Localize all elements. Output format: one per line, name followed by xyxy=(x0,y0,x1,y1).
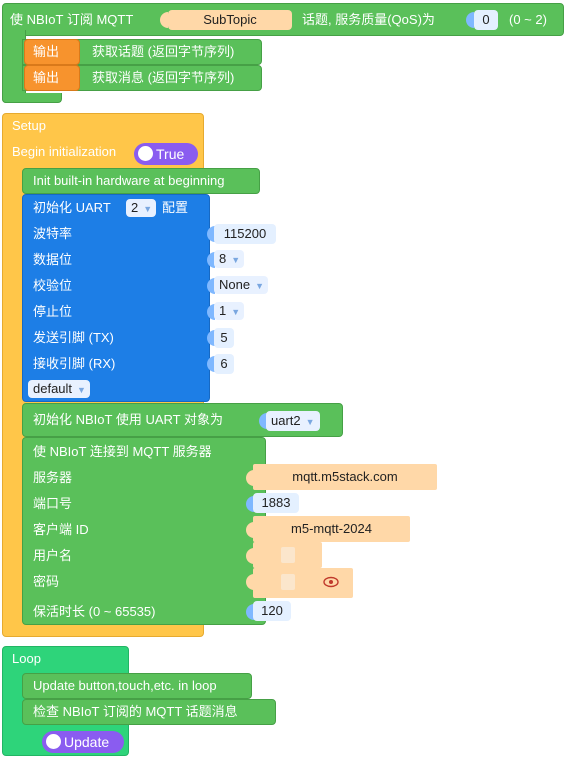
uart-number-value: 2 xyxy=(131,200,139,215)
keepalive-plug xyxy=(246,604,254,620)
get-topic-label[interactable]: 获取话题 (返回字节序列) xyxy=(92,44,235,59)
rx-plug xyxy=(207,356,215,372)
client-plug xyxy=(246,522,254,538)
rx-input[interactable]: 6 xyxy=(214,354,234,374)
baud-plug xyxy=(207,226,215,242)
mqtt-password-label: 密码 xyxy=(33,574,60,589)
mqtt-user-label: 用户名 xyxy=(33,548,73,563)
loop-update-toggle[interactable]: Update xyxy=(42,731,124,753)
subscribe-qos-input[interactable]: 0 xyxy=(474,10,498,30)
baud-label: 波特率 xyxy=(33,226,73,241)
subscribe-qos-label: 话题, 服务质量(QoS)为 xyxy=(302,12,435,27)
output-message-block[interactable] xyxy=(24,65,80,91)
begin-init-toggle[interactable]: True xyxy=(134,143,198,165)
uart-number-dropdown[interactable]: 2▼ xyxy=(126,199,157,217)
baud-input[interactable]: 115200 xyxy=(214,224,276,244)
uart-init-block[interactable] xyxy=(22,194,210,402)
mqtt-keepalive-label: 保活时长 (0 ~ 65535) xyxy=(33,604,156,619)
mqtt-connect-block[interactable] xyxy=(22,437,266,625)
parity-value: None xyxy=(219,277,251,292)
mqtt-server-label: 服务器 xyxy=(33,470,73,485)
topic-input-plug xyxy=(160,12,168,28)
caret-down-icon: ▼ xyxy=(255,280,264,291)
parity-label: 校验位 xyxy=(33,278,73,293)
uart-mode-value: default xyxy=(33,381,73,396)
qos-input-plug xyxy=(466,12,474,28)
toggle-switch-icon xyxy=(46,734,61,749)
loop-title: Loop xyxy=(12,651,41,666)
output-topic-label: 输出 xyxy=(33,44,60,59)
mqtt-connect-label: 使 NBIoT 连接到 MQTT 服务器 xyxy=(33,444,212,459)
uart-init-label: 初始化 UART xyxy=(33,200,111,215)
stop-bits-label: 停止位 xyxy=(33,304,73,319)
subscribe-qos-range: (0 ~ 2) xyxy=(509,12,547,27)
data-bits-plug xyxy=(207,252,215,268)
output-topic-block[interactable] xyxy=(24,39,80,65)
nbiot-uart-value: uart2 xyxy=(271,413,301,428)
loop-check-label: 检查 NBIoT 订阅的 MQTT 话题消息 xyxy=(33,704,238,719)
mqtt-password-input[interactable] xyxy=(253,568,353,598)
uart-mode-dropdown[interactable]: default ▼ xyxy=(28,380,90,398)
loop-update-toggle-label: Update xyxy=(64,734,110,750)
tx-input[interactable]: 5 xyxy=(214,328,234,348)
uart-config-label: 配置 xyxy=(162,200,189,215)
init-hardware-block[interactable] xyxy=(22,168,260,194)
stop-bits-plug xyxy=(207,304,215,320)
subscribe-topic-input[interactable]: SubTopic xyxy=(168,10,292,30)
get-message-label[interactable]: 获取消息 (返回字节序列) xyxy=(92,70,235,85)
caret-down-icon: ▼ xyxy=(231,306,241,317)
tx-label: 发送引脚 (TX) xyxy=(33,330,114,345)
eye-icon[interactable] xyxy=(323,574,339,594)
loop-update-block[interactable] xyxy=(22,673,252,699)
data-bits-dropdown[interactable]: 8▼ xyxy=(214,250,245,268)
caret-down-icon: ▼ xyxy=(77,384,86,395)
nbiot-uart-dropdown[interactable]: uart2 ▼ xyxy=(266,411,320,431)
mqtt-server-input[interactable]: mqtt.m5stack.com xyxy=(253,464,437,490)
nbiot-init-label: 初始化 NBIoT 使用 UART 对象为 xyxy=(33,412,223,427)
mqtt-port-label: 端口号 xyxy=(33,496,73,511)
stop-bits-value: 1 xyxy=(219,303,227,318)
caret-down-icon: ▼ xyxy=(305,416,315,427)
parity-plug xyxy=(207,278,215,294)
data-bits-label: 数据位 xyxy=(33,252,73,267)
tx-plug xyxy=(207,330,215,346)
toggle-switch-icon xyxy=(138,146,153,161)
parity-dropdown[interactable]: None ▼ xyxy=(214,276,268,294)
stop-bits-dropdown[interactable]: 1▼ xyxy=(214,302,245,320)
mqtt-user-input[interactable] xyxy=(253,542,322,568)
output-message-label: 输出 xyxy=(33,70,60,85)
user-plug xyxy=(246,548,254,564)
nbiot-subscribe-bottom xyxy=(2,93,62,103)
caret-down-icon: ▼ xyxy=(231,254,241,265)
nbiot-uart-plug xyxy=(259,413,267,429)
mqtt-user-field[interactable] xyxy=(281,547,295,563)
setup-title: Setup xyxy=(12,118,46,133)
mqtt-client-label: 客户端 ID xyxy=(33,522,89,537)
begin-init-label: Begin initialization xyxy=(12,144,117,159)
init-hardware-label: Init built-in hardware at beginning xyxy=(33,173,225,188)
mqtt-keepalive-input[interactable]: 120 xyxy=(253,601,291,621)
port-plug xyxy=(246,496,254,512)
loop-check-block[interactable] xyxy=(22,699,276,725)
data-bits-value: 8 xyxy=(219,251,227,266)
password-plug xyxy=(246,574,254,590)
rx-label: 接收引脚 (RX) xyxy=(33,356,116,371)
caret-down-icon: ▼ xyxy=(143,203,153,214)
subscribe-prefix: 使 NBIoT 订阅 MQTT xyxy=(10,12,134,27)
mqtt-client-input[interactable]: m5-mqtt-2024 xyxy=(253,516,410,542)
server-plug xyxy=(246,470,254,486)
begin-init-toggle-label: True xyxy=(156,146,185,162)
mqtt-password-field[interactable] xyxy=(281,574,295,590)
mqtt-port-input[interactable]: 1883 xyxy=(253,493,299,513)
loop-update-label: Update button,touch,etc. in loop xyxy=(33,678,217,693)
